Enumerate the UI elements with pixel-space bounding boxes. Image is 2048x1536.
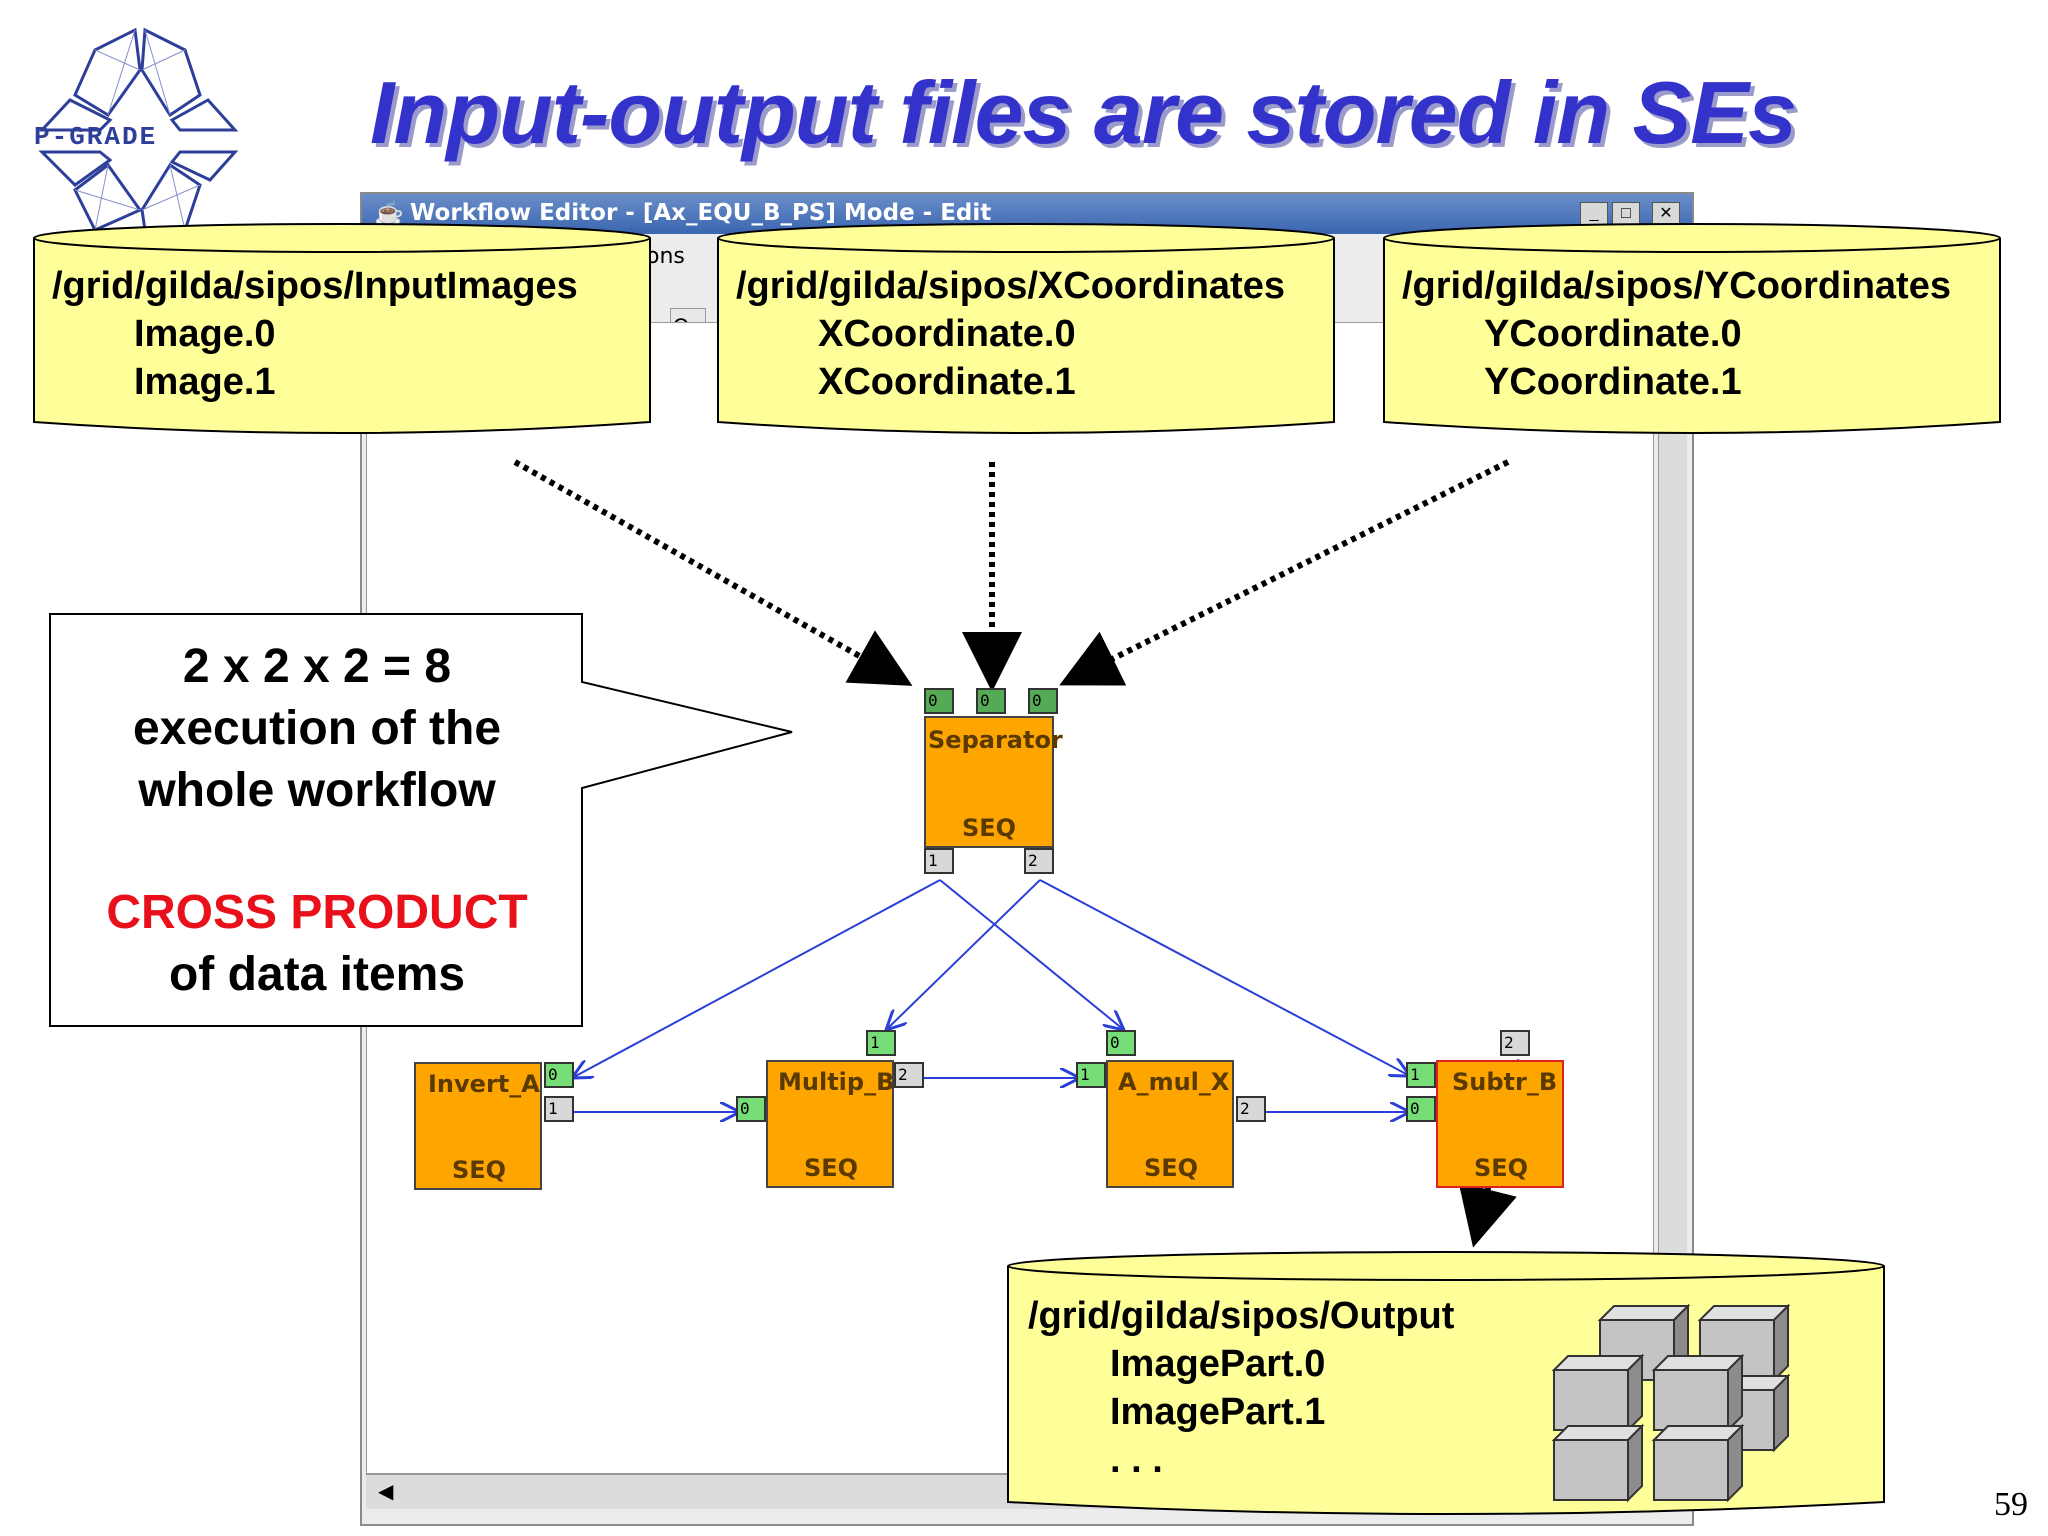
- y-coords-item-1: YCoordinate.1: [1484, 361, 1742, 403]
- x-coords-cylinder: [717, 223, 1335, 434]
- invert-a-port-1[interactable]: 1: [544, 1096, 574, 1122]
- subtr-b-out-port-2[interactable]: 2: [1500, 1030, 1530, 1056]
- subtr-b-node[interactable]: Subtr_B SEQ: [1436, 1060, 1564, 1188]
- input-images-item-0: Image.0: [134, 313, 276, 355]
- a-mul-x-node[interactable]: A_mul_X SEQ: [1106, 1060, 1234, 1188]
- edge-sep1-invert: [572, 879, 941, 1078]
- p-grade-logo: [38, 27, 239, 232]
- logo-text: P-GRADE: [34, 122, 158, 152]
- output-item-0: ImagePart.0: [1110, 1343, 1326, 1385]
- invert-a-node[interactable]: Invert_A SEQ: [414, 1062, 542, 1190]
- x-coords-label: /grid/gilda/sipos/XCoordinates XCoordina…: [736, 262, 1285, 406]
- subtr-b-type: SEQ: [1474, 1154, 1529, 1182]
- invert-a-port-0[interactable]: 0: [544, 1062, 574, 1088]
- input-images-cylinder: [33, 223, 651, 434]
- edge-sep2-multip: [886, 879, 1041, 1030]
- multip-b-in-port-1[interactable]: 1: [866, 1030, 896, 1056]
- a-mul-x-in-port-0[interactable]: 0: [1106, 1030, 1136, 1056]
- callout-line-4: of data items: [168, 948, 466, 1001]
- output-label: /grid/gilda/sipos/Output ImagePart.0 Ima…: [1028, 1292, 1454, 1484]
- slide-number: 59: [1994, 1486, 2028, 1523]
- grid-cubes-icon: [1551, 1303, 1791, 1503]
- callout-text: 2 x 2 x 2 = 8 execution of the whole wor…: [52, 636, 582, 1006]
- subtr-b-in-port-1[interactable]: 1: [1406, 1062, 1436, 1088]
- output-item-more: . . .: [1110, 1439, 1163, 1481]
- separator-out-port-2[interactable]: 2: [1024, 848, 1054, 874]
- multip-b-node[interactable]: Multip_B SEQ: [766, 1060, 894, 1188]
- subtr-b-in-port-0[interactable]: 0: [1406, 1096, 1436, 1122]
- multip-b-name: Multip_B: [778, 1068, 895, 1096]
- separator-out-port-1[interactable]: 1: [924, 848, 954, 874]
- callout-emphasis: CROSS PRODUCT: [106, 886, 528, 939]
- x-coords-path: /grid/gilda/sipos/XCoordinates: [736, 265, 1285, 307]
- x-coords-item-0: XCoordinate.0: [818, 313, 1076, 355]
- separator-node[interactable]: Separator SEQ: [924, 716, 1063, 848]
- input-images-item-1: Image.1: [134, 361, 276, 403]
- edge-sep1-amulx: [939, 879, 1124, 1030]
- subtr-b-name: Subtr_B: [1452, 1068, 1558, 1096]
- y-coords-cylinder: [1383, 223, 2001, 434]
- output-path: /grid/gilda/sipos/Output: [1028, 1295, 1455, 1337]
- a-mul-x-in-port-1[interactable]: 1: [1076, 1062, 1106, 1088]
- scroll-left-icon[interactable]: ◀: [378, 1481, 394, 1503]
- separator-name: Separator: [928, 726, 1063, 754]
- y-coords-label: /grid/gilda/sipos/YCoordinates YCoordina…: [1402, 262, 1951, 406]
- callout-line-1: 2 x 2 x 2 = 8: [182, 640, 452, 693]
- multip-b-in-port-0[interactable]: 0: [736, 1096, 766, 1122]
- multip-b-out-port-2[interactable]: 2: [894, 1062, 924, 1088]
- y-coords-path: /grid/gilda/sipos/YCoordinates: [1402, 265, 1951, 307]
- separator-in-port-2[interactable]: 0: [1028, 688, 1058, 714]
- menu-item-options[interactable]: ons: [646, 244, 685, 269]
- y-coords-arrow: [1059, 459, 1510, 686]
- y-coords-item-0: YCoordinate.0: [1484, 313, 1742, 355]
- multip-b-type: SEQ: [804, 1154, 859, 1182]
- callout-bubble: [49, 613, 793, 1027]
- callout-line-3: whole workflow: [138, 764, 496, 817]
- input-images-path: /grid/gilda/sipos/InputImages: [52, 265, 578, 307]
- separator-type: SEQ: [962, 814, 1017, 842]
- invert-a-name: Invert_A: [428, 1070, 540, 1098]
- a-mul-x-out-port-2[interactable]: 2: [1236, 1096, 1266, 1122]
- a-mul-x-type: SEQ: [1144, 1154, 1199, 1182]
- input-images-label: /grid/gilda/sipos/InputImages Image.0 Im…: [52, 262, 578, 406]
- separator-in-port-1[interactable]: 0: [976, 688, 1006, 714]
- separator-in-port-0[interactable]: 0: [924, 688, 954, 714]
- edge-sep2-subtr: [1039, 879, 1410, 1076]
- x-coords-item-1: XCoordinate.1: [818, 361, 1076, 403]
- callout-line-2: execution of the: [132, 702, 502, 755]
- input-images-arrow: [513, 459, 913, 686]
- slide-title: Input-output files are stored in SEs: [370, 63, 1797, 162]
- window-title: Workflow Editor - [Ax_EQU_B_PS] Mode - E…: [410, 200, 992, 226]
- invert-a-type: SEQ: [452, 1156, 507, 1184]
- output-item-1: ImagePart.1: [1110, 1391, 1326, 1433]
- a-mul-x-name: A_mul_X: [1118, 1068, 1230, 1096]
